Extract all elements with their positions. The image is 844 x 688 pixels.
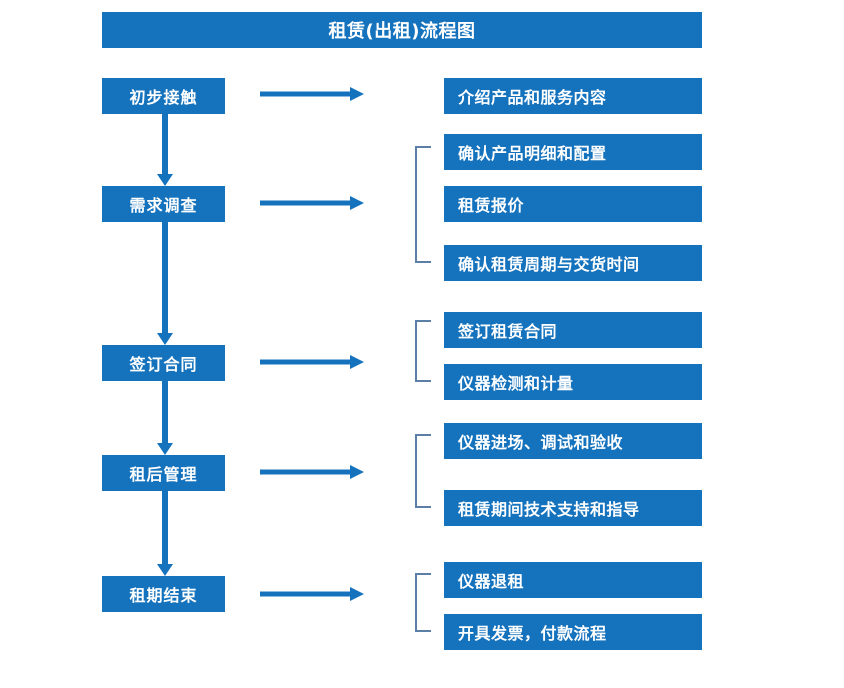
right-arrow-icon	[260, 195, 364, 211]
right-arrow-icon	[260, 464, 364, 480]
detail-box[interactable]: 租赁期间技术支持和指导	[444, 490, 702, 526]
detail-box[interactable]: 开具发票，付款流程	[444, 614, 702, 650]
bracket-survey-group	[415, 146, 431, 263]
page-title: 租赁(出租)流程图	[102, 12, 702, 48]
stage-box[interactable]: 租期结束	[102, 576, 225, 612]
stage-box[interactable]: 租后管理	[102, 455, 225, 491]
stage-box[interactable]: 初步接触	[102, 78, 225, 114]
stage-box[interactable]: 需求调查	[102, 186, 225, 222]
down-arrow-icon	[156, 114, 174, 186]
down-arrow-icon	[156, 381, 174, 455]
detail-box[interactable]: 介绍产品和服务内容	[444, 78, 702, 114]
bracket-contract-group	[415, 320, 431, 382]
right-arrow-icon	[260, 86, 364, 102]
down-arrow-icon	[156, 222, 174, 345]
detail-box[interactable]: 仪器退租	[444, 562, 702, 598]
bracket-end-group	[415, 573, 431, 632]
right-arrow-icon	[260, 354, 364, 370]
right-arrow-icon	[260, 586, 364, 602]
detail-box[interactable]: 签订租赁合同	[444, 312, 702, 348]
detail-box[interactable]: 仪器检测和计量	[444, 364, 702, 400]
detail-box[interactable]: 确认产品明细和配置	[444, 134, 702, 170]
detail-box[interactable]: 确认租赁周期与交货时间	[444, 245, 702, 281]
down-arrow-icon	[156, 491, 174, 576]
bracket-management-group	[415, 434, 431, 508]
detail-box[interactable]: 仪器进场、调试和验收	[444, 423, 702, 459]
detail-box[interactable]: 租赁报价	[444, 186, 702, 222]
stage-box[interactable]: 签订合同	[102, 345, 225, 381]
